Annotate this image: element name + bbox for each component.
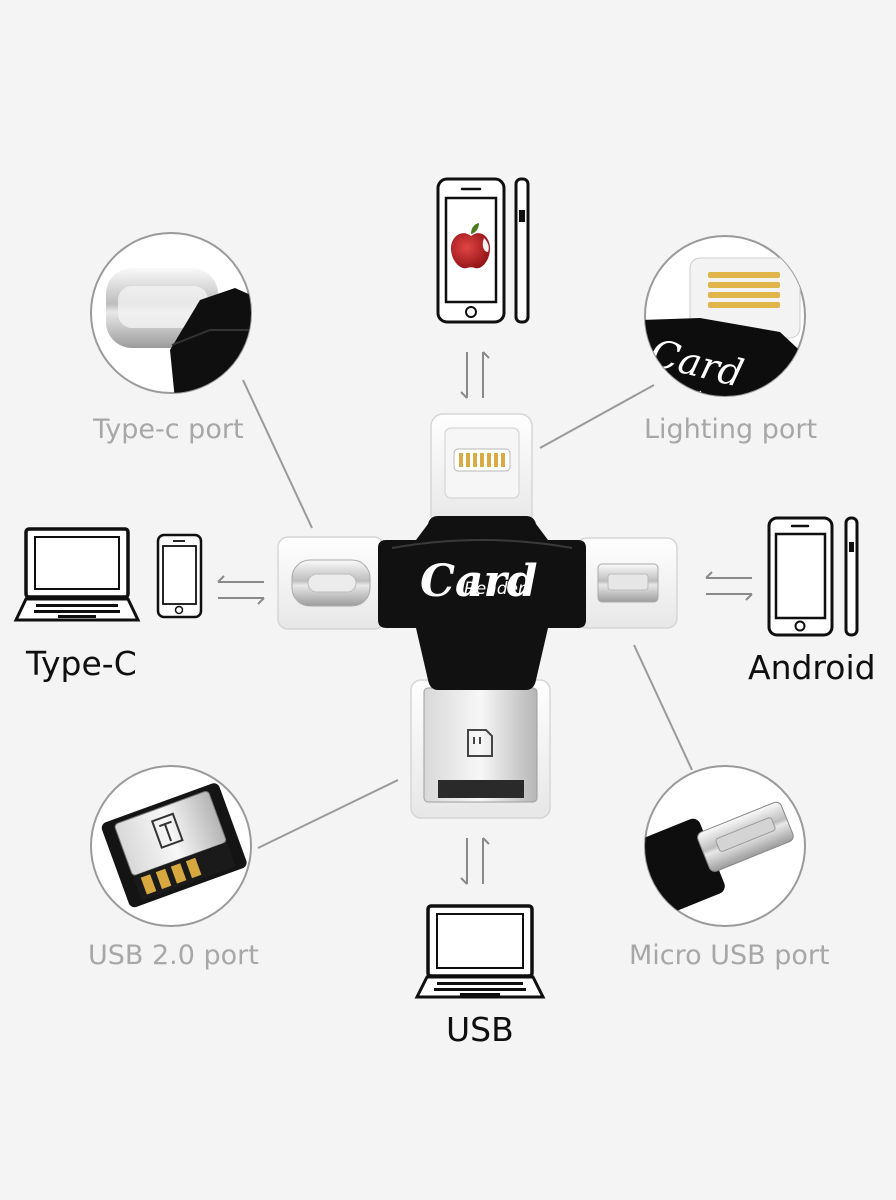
arrow-swap-icon-left <box>217 575 265 605</box>
usb-laptop-icon <box>414 904 546 999</box>
iphone-side-icon <box>514 177 530 324</box>
type-c-port-photo <box>90 232 252 394</box>
android-phone-icon <box>767 516 834 637</box>
android-device-label: Android <box>748 648 876 687</box>
usb2-port-label: USB 2.0 port <box>88 940 259 971</box>
card-reader-device: Card Reader <box>277 413 678 819</box>
brand-line2: Reader <box>464 579 526 599</box>
phone-icon <box>156 533 203 619</box>
arrow-swap-icon-right <box>705 571 753 601</box>
brand-line1: Card <box>420 556 537 607</box>
type-c-port-label: Type-c port <box>93 414 244 445</box>
type-c-device-label: Type-C <box>26 644 137 683</box>
micro-usb-port-photo <box>644 765 806 927</box>
connector-lines <box>242 379 693 849</box>
usb2-port-photo <box>90 765 252 927</box>
lighting-port-label: Lighting port <box>644 414 818 445</box>
android-side-icon <box>844 516 859 637</box>
micro-usb-port-label: Micro USB port <box>629 940 830 971</box>
apple-logo-icon <box>450 223 491 269</box>
sd-card-icon <box>467 729 493 757</box>
laptop-icon <box>13 527 141 622</box>
arrow-swap-icon-top <box>460 351 490 399</box>
arrow-swap-icon-bottom <box>460 837 490 885</box>
usb-device-label: USB <box>446 1010 514 1049</box>
lightning-port-photo: Card Reader <box>644 235 806 397</box>
iphone-front-icon <box>436 177 506 324</box>
